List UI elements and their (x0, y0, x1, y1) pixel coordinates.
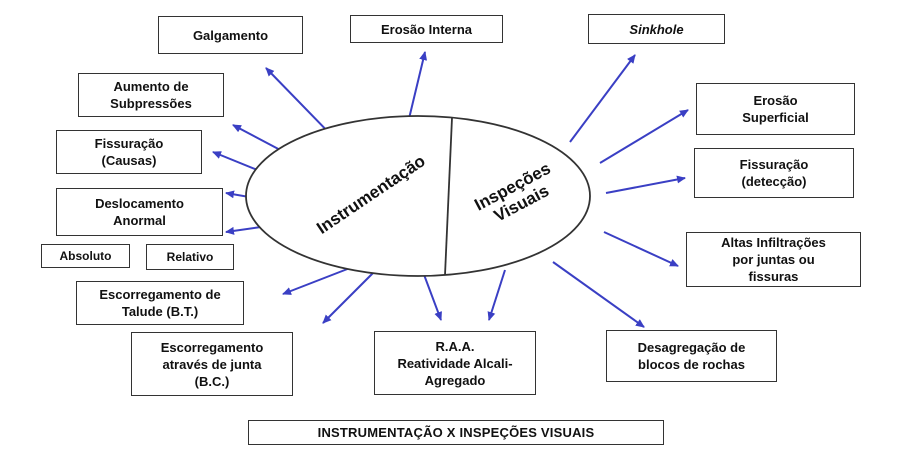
altas-infiltracoes-box: Altas Infiltrações por juntas ou fissura… (686, 232, 861, 287)
raa-box: R.A.A. Reatividade Alcali- Agregado (374, 331, 536, 395)
desagregacao-box: Desagregação de blocos de rochas (606, 330, 777, 382)
fissuracao-deteccao-box: Fissuração (detecção) (694, 148, 854, 198)
arrow-to-altas-infiltracoes (603, 231, 679, 267)
arrow-to-desagregacao (552, 261, 645, 328)
diagram-caption: INSTRUMENTAÇÃO X INSPEÇÕES VISUAIS (248, 420, 664, 445)
arrow-to-escorregamento-talude (282, 267, 351, 295)
ellipse-divider (444, 117, 453, 276)
escorregamento-junta-box: Escorregamento através de junta (B.C.) (131, 332, 293, 396)
arrow-to-fissuracao-deteccao (605, 175, 686, 194)
arrow-to-sinkhole (569, 54, 636, 143)
arrow-to-raa-right (487, 269, 506, 321)
central-ellipse (245, 115, 591, 277)
erosao-superficial-box: Erosão Superficial (696, 83, 855, 135)
absoluto-box: Absoluto (41, 244, 130, 268)
aumento-subpressoes-box: Aumento de Subpressões (78, 73, 224, 117)
arrow-to-erosao-interna (406, 51, 428, 128)
galgamento-box: Galgamento (158, 16, 303, 54)
erosao-interna-box: Erosão Interna (350, 15, 503, 43)
arrow-to-erosao-superficial (599, 109, 689, 164)
escorregamento-talude-box: Escorregamento de Talude (B.T.) (76, 281, 244, 325)
relativo-box: Relativo (146, 244, 234, 270)
deslocamento-anormal-box: Deslocamento Anormal (56, 188, 223, 236)
sinkhole-box: Sinkhole (588, 14, 725, 44)
arrow-to-raa-left (422, 271, 442, 321)
arrow-to-escorregamento-junta (322, 267, 379, 324)
fissuracao-causas-box: Fissuração (Causas) (56, 130, 202, 174)
